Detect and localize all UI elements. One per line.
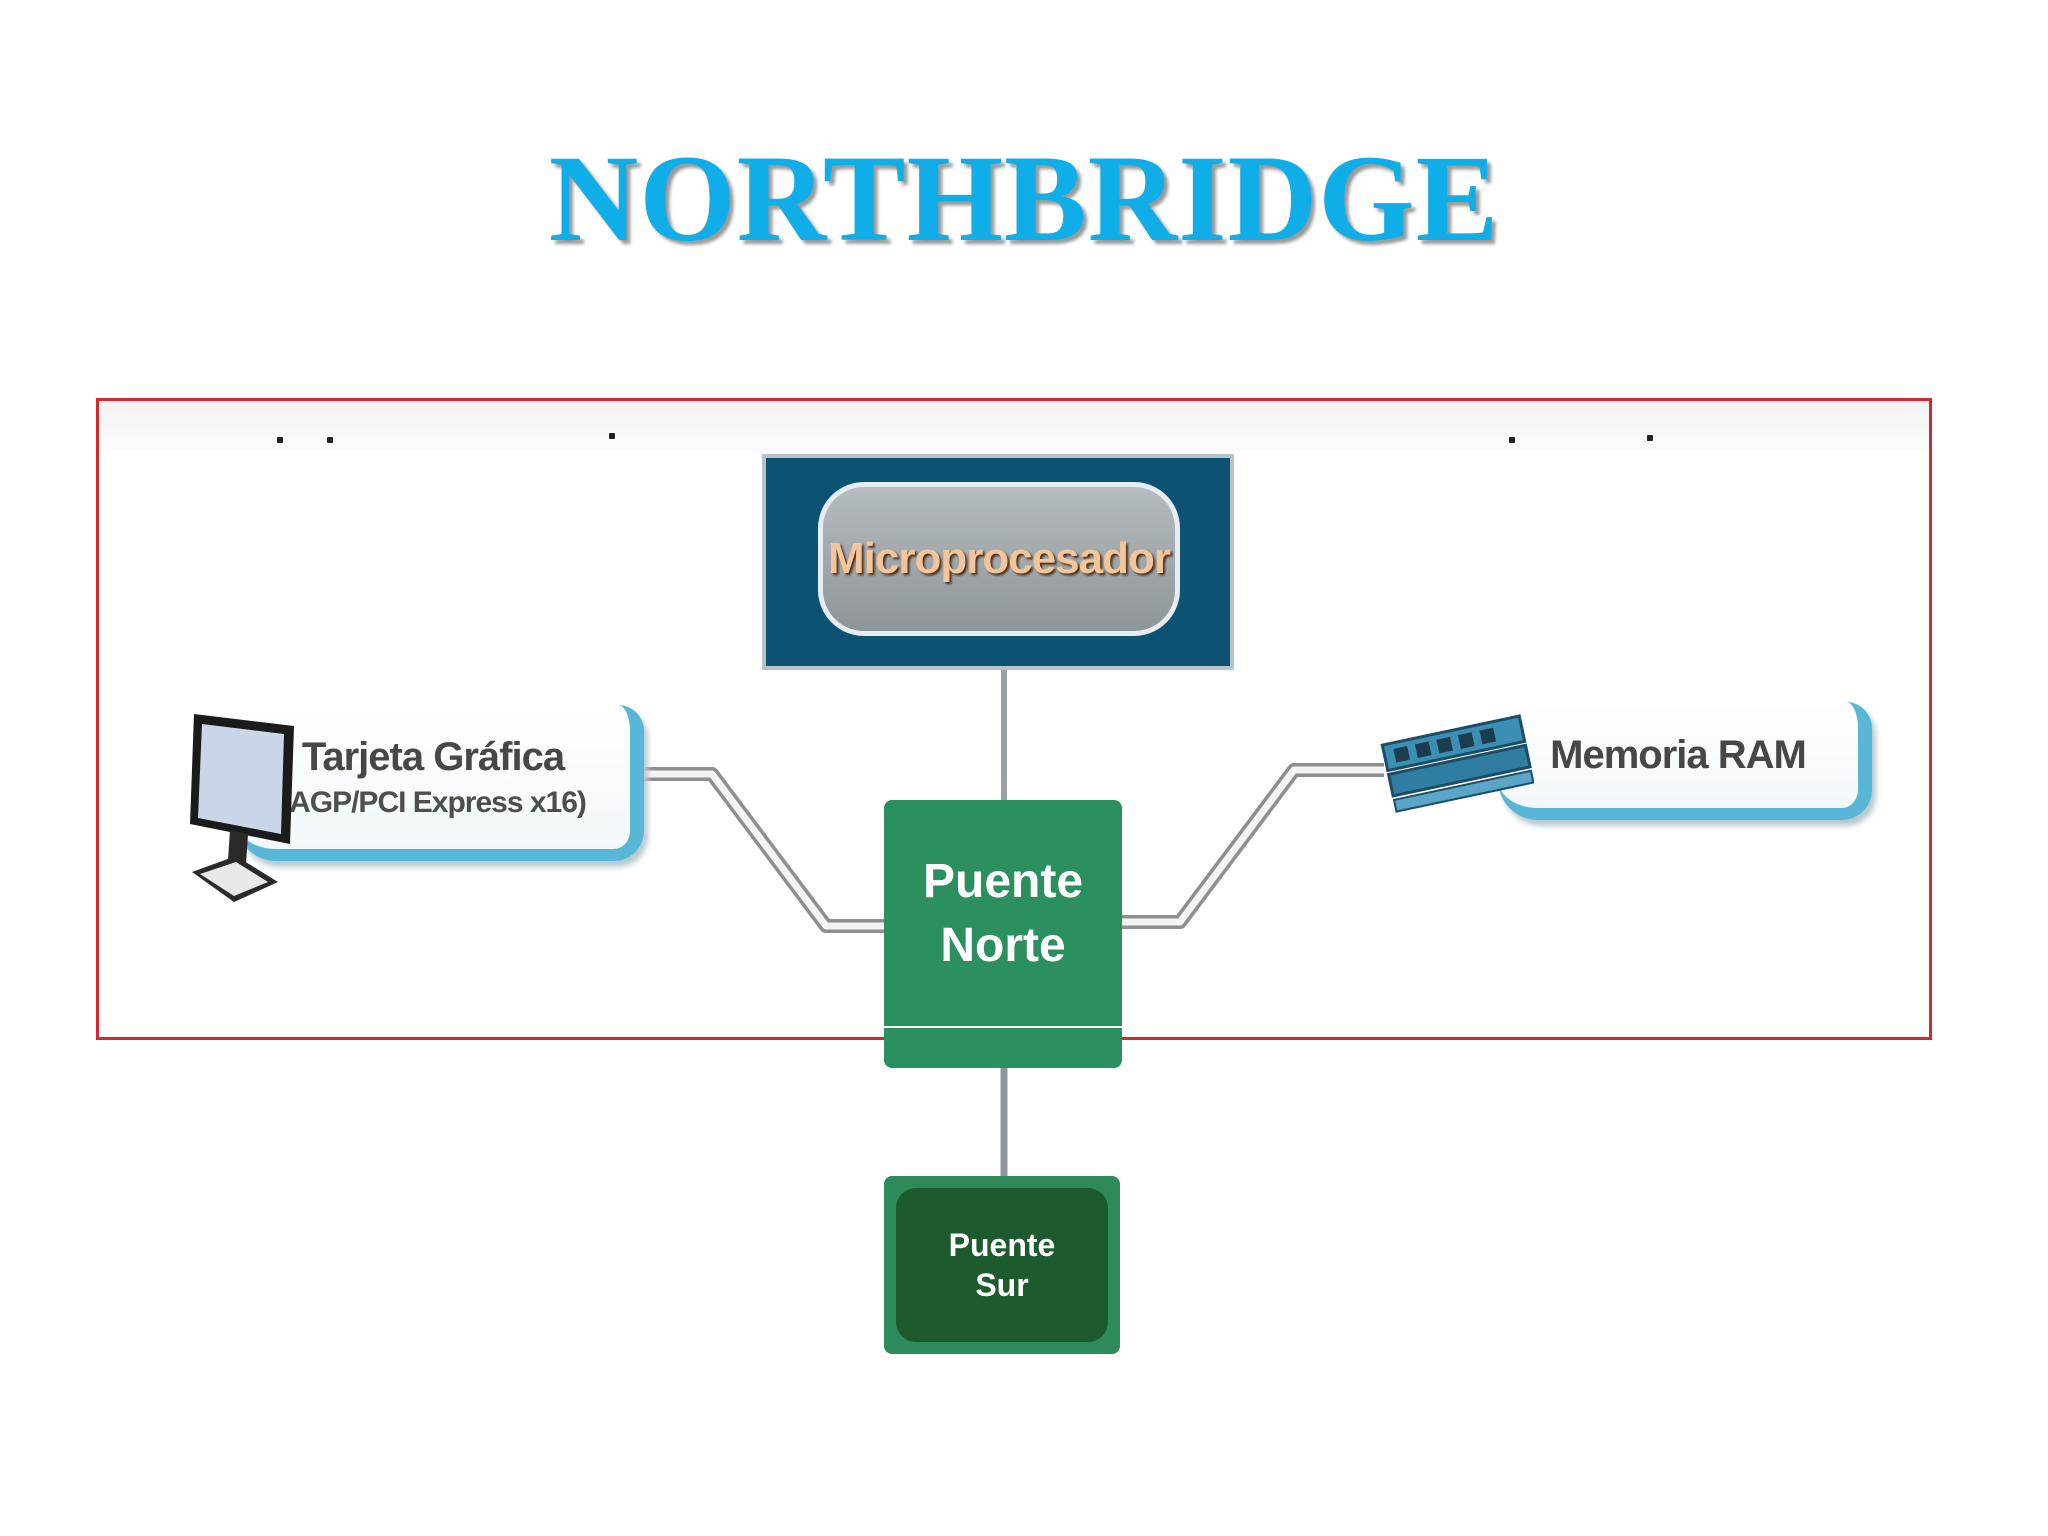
south-bridge-block: Puente Sur — [884, 1176, 1120, 1354]
ram-block: Memoria RAM — [1498, 702, 1872, 820]
south-bridge-panel: Puente Sur — [896, 1188, 1108, 1342]
frame-top-strip — [99, 401, 1929, 451]
south-bridge-label: Puente Sur — [948, 1227, 1056, 1303]
cpu-block: Microprocesador — [762, 454, 1234, 670]
monitor-icon — [190, 714, 294, 902]
cpu-label: Microprocesador — [828, 534, 1171, 583]
cpu-label-panel: Microprocesador — [818, 482, 1180, 636]
artifact-dot — [1647, 435, 1653, 441]
north-bridge-divider — [884, 1026, 1122, 1028]
artifact-dot — [609, 433, 615, 439]
slide-title: NORTHBRIDGE — [548, 130, 1500, 267]
ram-label: Memoria RAM — [1550, 732, 1807, 777]
gpu-label: Tarjeta Gráfica — [301, 734, 565, 779]
ram-bus-line — [1122, 763, 1384, 929]
artifact-dot — [327, 437, 333, 443]
memory-module-icon — [1380, 714, 1534, 813]
artifact-dot — [1509, 437, 1515, 443]
north-bridge-block: Puente Norte — [884, 800, 1122, 1068]
gpu-block: Tarjeta Gráfica (AGP/PCI Express x16) — [236, 705, 644, 861]
artifact-dot — [277, 437, 283, 443]
gpu-sublabel: (AGP/PCI Express x16) — [280, 785, 587, 819]
north-bridge-label: Puente Norte — [922, 855, 1084, 972]
